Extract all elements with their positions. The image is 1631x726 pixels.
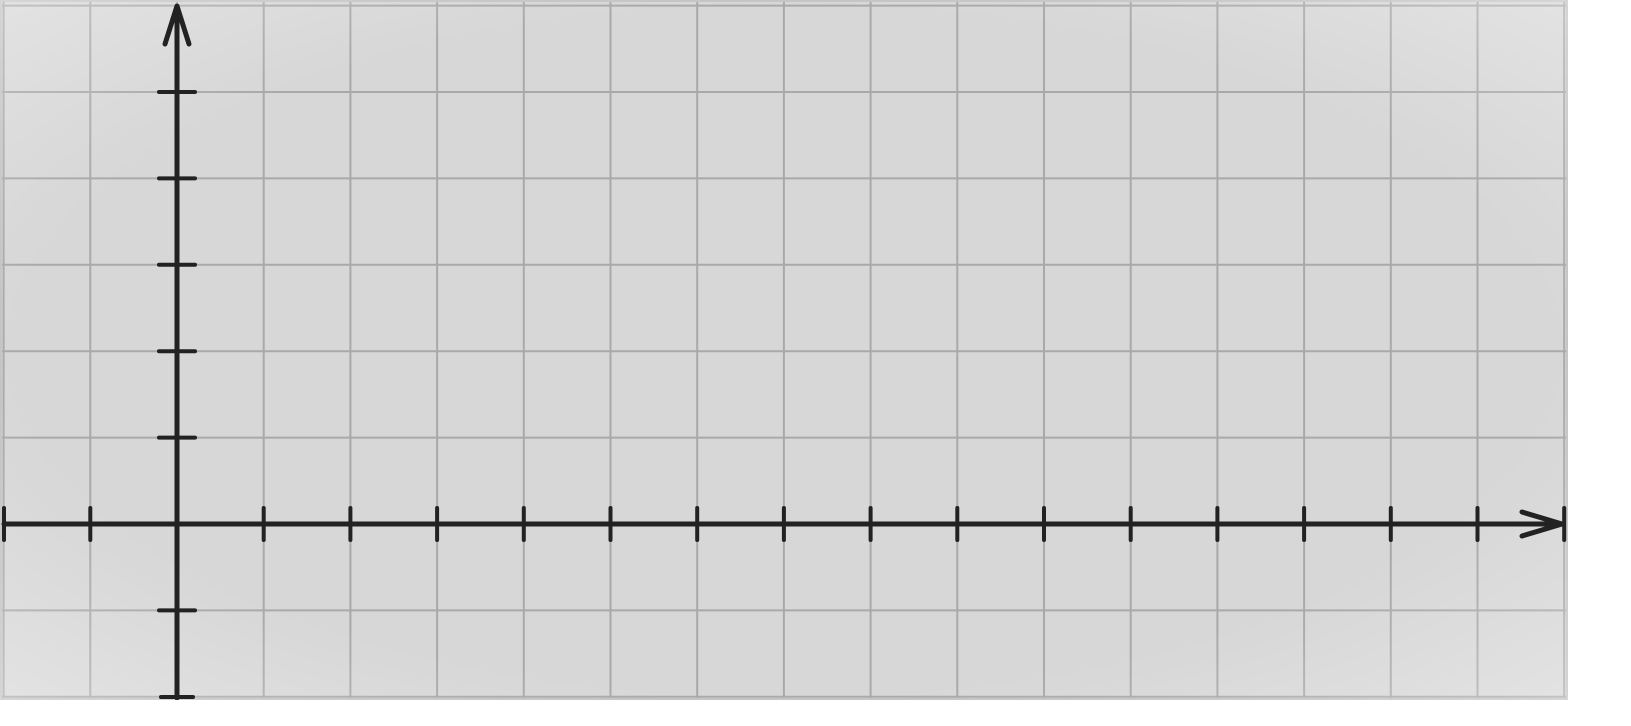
grid-sheen xyxy=(0,0,1568,700)
x-axis-arrow xyxy=(1519,509,1565,539)
y-axis-arrow xyxy=(162,3,192,47)
coordinate-grid xyxy=(0,0,1568,700)
axes xyxy=(1,3,1567,700)
